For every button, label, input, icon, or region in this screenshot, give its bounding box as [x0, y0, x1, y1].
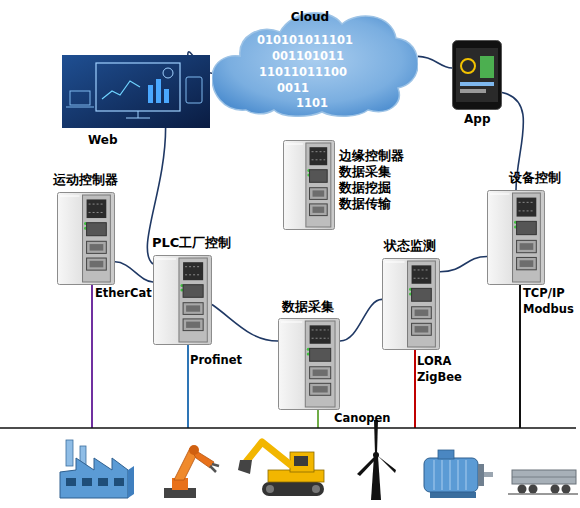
binary-data-text: 010101011101 [255, 33, 355, 47]
rail-car-icon [508, 470, 578, 494]
modbus-wire [519, 285, 521, 428]
node-heading: Cloud [270, 10, 350, 25]
protocol-label: Profinet [190, 352, 260, 368]
node-heading: 状态监测 [384, 238, 454, 254]
node-heading: 设备控制 [509, 170, 569, 186]
node-heading: 数据采集 [282, 299, 352, 315]
ethercat-wire [91, 285, 93, 428]
app-node: App [452, 40, 502, 110]
controller-node: 设备控制TCP/IP Modbus [487, 190, 545, 285]
binary-data-text: 11011011100 [253, 65, 353, 79]
network-link [212, 305, 278, 342]
binary-data-text: 001101011 [258, 49, 358, 63]
network-link [440, 257, 487, 272]
robot-arm-icon [164, 445, 219, 498]
network-link [340, 299, 382, 341]
motor-icon [424, 450, 493, 498]
network-link [115, 262, 153, 282]
excavator-icon [238, 442, 324, 496]
profinet-wire [187, 345, 189, 428]
protocol-label: LORA ZigBee [417, 353, 469, 385]
network-link [418, 56, 452, 68]
node-heading: 运动控制器 [53, 172, 133, 188]
protocol-label: Canopen [334, 410, 404, 426]
device-enclosure [487, 190, 545, 285]
device-enclosure [57, 192, 115, 285]
web-node: Web [62, 55, 210, 128]
controller-node: 状态监测LORA ZigBee [382, 258, 440, 350]
node-heading: PLC工厂控制 [152, 235, 252, 251]
binary-data-text: 0011 [243, 81, 343, 95]
wind-turbine-icon [357, 420, 396, 500]
controller-node: 数据采集Canopen [278, 318, 340, 410]
controller-node: 运动控制器EtherCat [57, 192, 115, 285]
device-enclosure [153, 255, 212, 345]
device-enclosure [278, 318, 340, 410]
binary-data-text: 1101 [262, 96, 362, 110]
factory-icon [60, 440, 134, 498]
device-enclosure [283, 140, 335, 230]
protocol-label: TCP/IP Modbus [523, 285, 579, 317]
bus-line [0, 427, 576, 429]
node-heading: 边缘控制器 数据采集 数据挖掘 数据传输 [339, 148, 411, 212]
phone-image [452, 40, 502, 110]
node-heading: Web [88, 133, 128, 148]
canopen-wire [317, 410, 319, 428]
node-heading: App [464, 112, 504, 127]
controller-node: 边缘控制器 数据采集 数据挖掘 数据传输 [283, 140, 335, 230]
device-enclosure [382, 258, 440, 350]
wireless-wire [414, 350, 416, 428]
web-screen-image [62, 55, 210, 128]
controller-node: PLC工厂控制Profinet [153, 255, 212, 345]
